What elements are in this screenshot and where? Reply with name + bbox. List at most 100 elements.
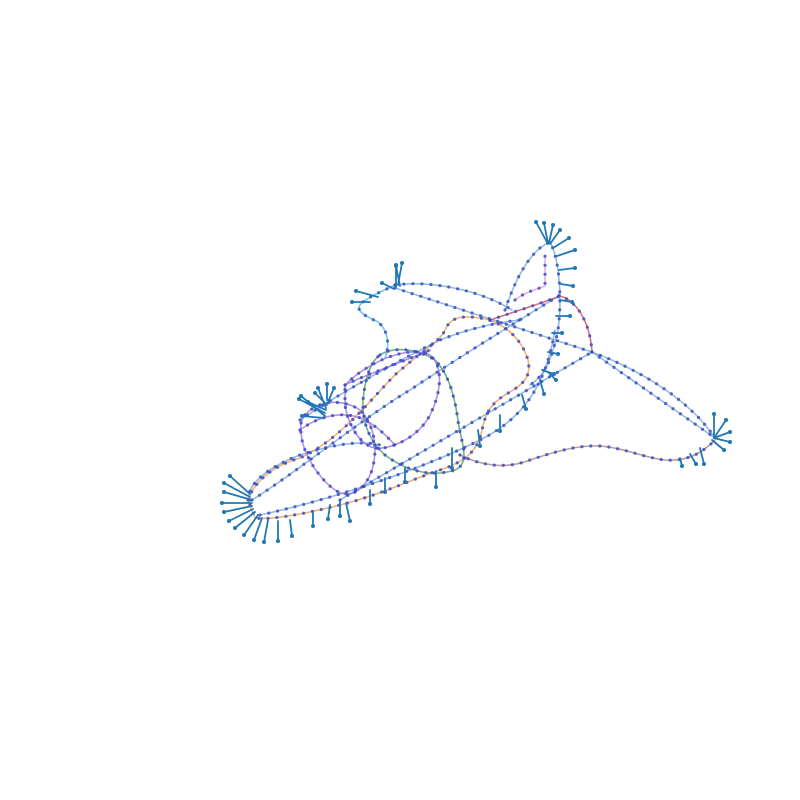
vertex-dot bbox=[521, 347, 526, 351]
vertex-dot bbox=[436, 300, 440, 304]
vertex-dot bbox=[510, 463, 514, 467]
vertex-dot bbox=[361, 396, 365, 400]
vertex-dot bbox=[293, 513, 297, 517]
vertex-dot bbox=[364, 423, 368, 427]
vertex-dot bbox=[438, 284, 442, 288]
vertex-dot bbox=[478, 416, 482, 420]
vertex-dot bbox=[376, 355, 380, 359]
vertex-dot bbox=[429, 282, 433, 287]
vertex-dot bbox=[488, 318, 492, 322]
vertex-dot bbox=[526, 373, 530, 377]
normal-arrow bbox=[243, 514, 259, 536]
normal-arrow-tip bbox=[311, 524, 315, 528]
vertex-dot bbox=[616, 447, 620, 451]
normal-arrow-tip bbox=[680, 464, 684, 468]
normal-arrow-tip bbox=[383, 490, 387, 494]
vertex-dot bbox=[383, 446, 387, 450]
normal-arrow-tip bbox=[220, 501, 224, 505]
vertex-dot bbox=[532, 252, 536, 256]
vertex-dot bbox=[647, 377, 651, 381]
vertex-dot bbox=[377, 291, 381, 295]
vertex-dot bbox=[379, 323, 383, 327]
vertex-dot bbox=[357, 307, 361, 311]
vertex-dot bbox=[388, 476, 392, 480]
normal-arrow-tip bbox=[300, 414, 304, 418]
vertex-dot bbox=[607, 445, 611, 449]
vertex-dot bbox=[360, 420, 364, 424]
vertex-dot bbox=[615, 360, 619, 364]
vertex-dot bbox=[344, 402, 348, 406]
vertex-dot bbox=[343, 397, 347, 401]
normal-arrow-tip bbox=[228, 474, 232, 478]
vertex-dot bbox=[292, 458, 296, 462]
normal-arrow-tip bbox=[524, 407, 528, 411]
vertex-dot bbox=[323, 441, 327, 445]
vertex-dot bbox=[390, 399, 394, 404]
vertex-dot bbox=[300, 455, 304, 459]
vertex-dot bbox=[413, 477, 417, 481]
normal-arrow bbox=[327, 504, 331, 520]
vertex-dot bbox=[475, 460, 479, 464]
normal-arrow-tip bbox=[233, 526, 237, 530]
vertex-dot bbox=[411, 282, 415, 286]
normal-arrow bbox=[699, 447, 705, 465]
vertex-dot bbox=[664, 401, 668, 406]
vertex-dot bbox=[466, 457, 470, 461]
normal-arrow-tip bbox=[313, 391, 317, 395]
vertex-dot bbox=[272, 483, 277, 487]
vertex-dot bbox=[517, 318, 521, 322]
vertex-dot bbox=[275, 515, 279, 520]
vertex-dot bbox=[481, 324, 486, 328]
normal-arrow bbox=[543, 222, 549, 244]
vertex-dot bbox=[439, 468, 443, 472]
normal-arrow bbox=[713, 419, 727, 439]
vertex-dot bbox=[555, 370, 559, 374]
vertex-dot bbox=[316, 446, 320, 450]
vertex-dot bbox=[377, 443, 381, 447]
vertex-dot bbox=[393, 443, 397, 447]
vertex-dot bbox=[321, 403, 325, 407]
vertex-dot bbox=[462, 456, 466, 460]
vertex-dot bbox=[412, 385, 417, 389]
normal-arrow bbox=[223, 482, 251, 498]
vertex-dot bbox=[258, 513, 262, 517]
normal-arrow-tip bbox=[403, 480, 407, 484]
vertex-dot bbox=[367, 415, 371, 419]
vertex-dot bbox=[654, 382, 659, 386]
normal-arrow-tip bbox=[222, 481, 226, 485]
vertex-dot bbox=[369, 480, 373, 484]
vertex-dot bbox=[537, 286, 541, 290]
vertex-dot bbox=[348, 413, 353, 417]
vertex-dot bbox=[556, 272, 561, 276]
vertex-dot bbox=[359, 380, 363, 384]
vertex-dot bbox=[310, 407, 314, 411]
vertex-dot bbox=[696, 415, 701, 420]
normal-arrow bbox=[477, 429, 481, 447]
vertex-dot bbox=[498, 301, 502, 305]
vertex-dot bbox=[455, 412, 459, 416]
vertex-dot bbox=[551, 340, 555, 344]
canopy-to-tail bbox=[394, 282, 513, 311]
vertex-dot bbox=[363, 496, 367, 500]
normal-arrow-tip bbox=[728, 440, 732, 444]
vertex-dot bbox=[293, 505, 297, 509]
vertex-dot bbox=[430, 471, 434, 475]
vertex-dot bbox=[377, 475, 381, 479]
normal-arrow bbox=[560, 283, 574, 287]
vertex-dot bbox=[407, 354, 411, 358]
vertex-dot bbox=[402, 289, 406, 293]
vertex-dot bbox=[261, 476, 265, 480]
vertex-dot bbox=[511, 322, 515, 326]
vertex-dot bbox=[357, 416, 361, 420]
vertex-dot bbox=[547, 360, 551, 365]
vertex-dot bbox=[446, 453, 450, 457]
vertex-dot bbox=[447, 335, 451, 339]
vertex-dot bbox=[582, 317, 586, 321]
vertex-dot bbox=[363, 313, 367, 318]
vertex-dot bbox=[375, 371, 379, 375]
normal-arrow-tip bbox=[552, 372, 556, 376]
normal-arrow bbox=[556, 249, 576, 257]
normal-arrow-tip bbox=[348, 519, 352, 523]
vertex-dot bbox=[494, 429, 499, 433]
normal-arrow-tip bbox=[350, 300, 354, 304]
